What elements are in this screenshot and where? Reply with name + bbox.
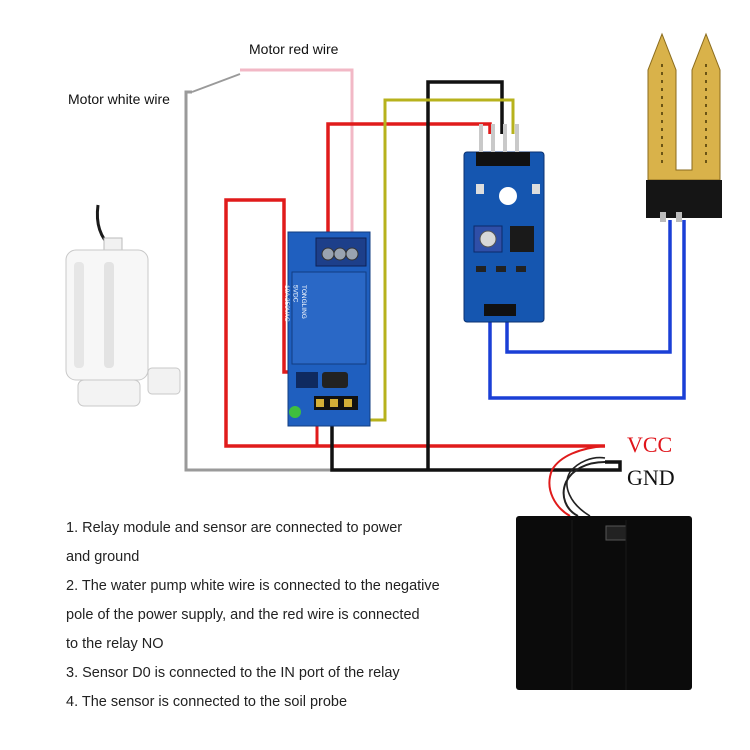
- blue-probe-wire-1: [505, 220, 672, 354]
- battery-box: [516, 516, 692, 690]
- motor-white-wire-label: Motor white wire: [68, 91, 170, 107]
- vcc-label: VCC: [627, 432, 673, 457]
- sensor-module: [463, 124, 545, 323]
- relay-module: [287, 231, 371, 427]
- note-line: and ground: [66, 549, 140, 565]
- note-line: 4. The sensor is connected to the soil p…: [66, 694, 348, 710]
- instruction-notes: 1. Relay module and sensor are connected…: [66, 514, 506, 717]
- relay-text-line: 10A 250VAC: [283, 285, 290, 322]
- note-line: to the relay NO: [66, 636, 164, 652]
- gnd-label: GND: [627, 465, 675, 490]
- motor-white-wire-tail: [191, 73, 241, 93]
- relay-text-line: TONGLING: [300, 285, 307, 319]
- note-line: pole of the power supply, and the red wi…: [66, 607, 420, 623]
- note-line: 2. The water pump white wire is connecte…: [66, 578, 440, 594]
- relay-front-text: TONGLING5VDC10A 250VAC10A 125VAC10A 30VD…: [249, 285, 307, 324]
- yellow-signal-wire: [344, 98, 515, 422]
- relay-text-line: 10A 28VDC: [258, 285, 265, 319]
- blue-probe-wire-2: [488, 220, 686, 400]
- red-power-wire-left: [224, 198, 605, 448]
- motor-red-wire-label: Motor red wire: [249, 41, 339, 57]
- black-ground-wire-top: [426, 80, 504, 470]
- relay-text-line: 10A 30VDC: [266, 285, 273, 319]
- motor-white-wire: [184, 90, 332, 472]
- relay-text-line: 10A 125VAC: [275, 285, 282, 322]
- battery-lead-black-2: [566, 456, 606, 517]
- relay-text-line: 5VDC: [292, 285, 299, 303]
- battery-lead-red: [548, 445, 606, 517]
- soil-probe: [646, 32, 722, 222]
- red-power-wire-top: [326, 122, 492, 245]
- motor-red-wire: [240, 68, 354, 245]
- relay-text-line: JQC-3FF-S-Z: [249, 285, 256, 324]
- battery-lead-black: [562, 461, 606, 517]
- black-ground-wire-bottom: [330, 420, 622, 472]
- water-pump: [65, 204, 181, 407]
- note-line: 1. Relay module and sensor are connected…: [66, 520, 403, 536]
- note-line: 3. Sensor D0 is connected to the IN port…: [66, 665, 400, 681]
